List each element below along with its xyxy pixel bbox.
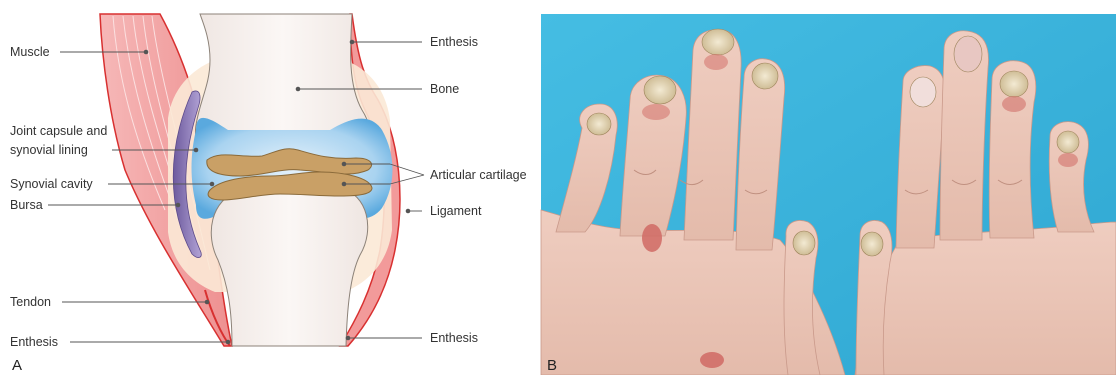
left-middle-nail [702, 29, 734, 55]
label-muscle: Muscle [10, 45, 50, 59]
label-enthesis-right-bottom: Enthesis [430, 331, 478, 345]
left-index-nail [752, 63, 778, 89]
label-ligament: Ligament [430, 204, 482, 218]
label-tendon: Tendon [10, 295, 51, 309]
right-middle-nail [954, 36, 982, 72]
panel-a-diagram: Muscle Joint capsule and synovial lining… [10, 14, 527, 374]
right-ring-nail [1000, 71, 1028, 97]
left-thumb-nail [793, 231, 815, 255]
panel-b-photo: B [541, 14, 1116, 375]
label-enthesis-right-top: Enthesis [430, 35, 478, 49]
panel-letter-a: A [12, 357, 22, 374]
panel-letter-b: B [547, 357, 557, 374]
label-joint-capsule-2: synovial lining [10, 143, 88, 157]
right-little-nail [1057, 131, 1079, 153]
left-little-nail [587, 113, 611, 135]
label-bursa: Bursa [10, 198, 43, 212]
label-synovial-cavity: Synovial cavity [10, 177, 93, 191]
left-ring-nail [644, 76, 676, 104]
label-joint-capsule-1: Joint capsule and [10, 124, 107, 138]
label-articular-cartilage: Articular cartilage [430, 168, 527, 182]
lower-bone [211, 187, 367, 346]
label-bone: Bone [430, 82, 459, 96]
label-enthesis-left: Enthesis [10, 335, 58, 349]
right-thumb-nail [861, 232, 883, 256]
right-index-nail [910, 77, 936, 107]
